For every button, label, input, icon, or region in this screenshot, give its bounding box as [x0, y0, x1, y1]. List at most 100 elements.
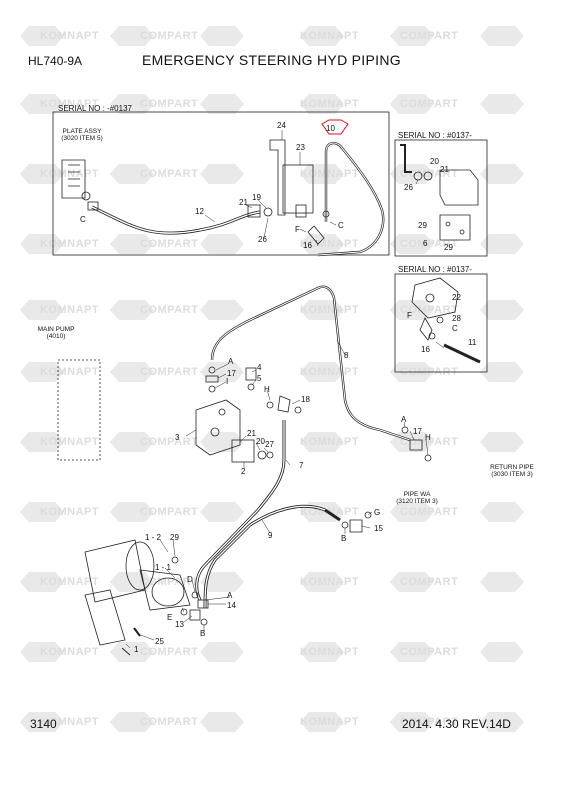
valve-23-port [295, 204, 307, 218]
fitting-17a [205, 375, 219, 383]
oring-19 [263, 207, 273, 217]
hose-9-inner [204, 505, 326, 609]
detail-box-mid-right [394, 273, 488, 373]
callout-i: I [226, 377, 228, 386]
oring-h-mid [266, 401, 274, 409]
oring-b-right [341, 521, 349, 529]
callout-15: 15 [374, 524, 383, 533]
callout-8: 8 [344, 351, 349, 360]
oring-c-mid [428, 332, 436, 340]
pipe-end-top-right [400, 144, 412, 173]
callout-22: 22 [452, 293, 461, 302]
valve-3 [195, 399, 241, 456]
callout-27: 27 [265, 440, 274, 449]
plate-assy-shape [61, 159, 86, 199]
callout-a-bottom: A [227, 591, 233, 600]
bolt-29c [171, 556, 179, 564]
oring-e [180, 608, 188, 616]
callout-f-top: F [295, 225, 300, 234]
hex-mark-10 [321, 119, 349, 135]
note-pipe-wa-ref: (3120 ITEM 3) [396, 498, 438, 505]
detail-box-top [52, 111, 390, 256]
oring-18 [294, 406, 302, 414]
valve-22 [411, 277, 459, 319]
callout-23: 23 [296, 143, 305, 152]
note-pipe-wa: PIPE WA (3120 ITEM 3) [390, 491, 444, 505]
oring-g [364, 511, 372, 519]
callout-e: E [167, 613, 172, 622]
callout-17-right: 17 [413, 427, 422, 436]
callout-1-2: 1 - 2 [145, 533, 162, 542]
page-number: 3140 [30, 717, 57, 731]
fitting-21-top [247, 204, 261, 218]
callout-3: 3 [175, 433, 180, 442]
callout-21-top: 21 [239, 198, 248, 207]
callout-25: 25 [155, 637, 164, 646]
serial-mid-right: SERIAL NO : #0137- [398, 265, 472, 274]
model-code: HL740-9A [28, 54, 83, 68]
callout-16-top: 16 [303, 241, 312, 250]
serial-top-right: SERIAL NO : #0137- [398, 131, 472, 140]
fitting-13 [189, 609, 201, 621]
pipe-10-inner [317, 142, 384, 256]
valve-3-port-a [210, 427, 220, 437]
leader-1 [121, 647, 131, 656]
bolt-25 [133, 627, 141, 637]
callout-16-mid: 16 [421, 345, 430, 354]
pipe-8 [210, 285, 411, 442]
fitting-21b [423, 171, 433, 181]
valve-23 [282, 164, 314, 214]
elbow-16-top [307, 225, 325, 245]
revision-date: 2014. 4.30 REV.14D [402, 717, 511, 731]
callout-f-mid: F [407, 311, 412, 320]
oring-28 [436, 316, 444, 324]
note-plate-assy: PLATE ASSY (3020 ITEM 5) [56, 128, 108, 142]
callout-a-mid: A [228, 357, 234, 366]
block-2 [231, 439, 255, 463]
callout-12: 12 [195, 207, 204, 216]
detail-box-top-right [394, 139, 488, 257]
callout-29-tr-a: 29 [418, 221, 427, 230]
callout-d: D [187, 575, 193, 584]
callout-20-mid: 20 [256, 437, 265, 446]
plate-6 [439, 214, 471, 241]
note-plate-assy-label: PLATE ASSY [62, 128, 102, 135]
motor-body [84, 539, 146, 603]
note-return-pipe-ref: (3030 ITEM 3) [491, 471, 533, 478]
callout-24: 24 [277, 121, 286, 130]
callout-26-top: 26 [258, 235, 267, 244]
pipe-10 [317, 141, 385, 257]
callout-20-tr: 20 [430, 157, 439, 166]
callout-h-mid: H [264, 385, 270, 394]
callout-1-1: 1 - 1 [155, 563, 172, 572]
callout-c-top: C [338, 221, 344, 230]
fitting-20a [413, 171, 423, 181]
oring-c-top [81, 191, 91, 201]
fitting-top-left [87, 201, 99, 211]
callout-21-mid: 21 [247, 429, 256, 438]
hose-9-end [324, 508, 341, 522]
callout-c-left: C [80, 215, 86, 224]
bracket-1 [84, 589, 126, 646]
note-return-pipe: RETURN PIPE (3030 ITEM 3) [482, 464, 542, 478]
main-pump-outline [57, 359, 101, 461]
callout-14: 14 [227, 601, 236, 610]
plate-assy-detail [68, 164, 80, 187]
callout-21-tr: 21 [440, 165, 449, 174]
callout-1: 1 [134, 645, 139, 654]
fitting-20b [257, 450, 267, 460]
callout-h-right: H [425, 433, 431, 442]
callout-4: 4 [257, 363, 262, 372]
hose-11 [443, 343, 481, 364]
valve-body-top-right [439, 169, 479, 206]
callout-2: 2 [241, 467, 246, 476]
elbow-18 [277, 395, 291, 413]
callout-28: 28 [452, 314, 461, 323]
callout-26-tr: 26 [404, 183, 413, 192]
callout-10: 10 [326, 124, 335, 133]
pump-body [139, 569, 191, 611]
callout-17-mid: 17 [227, 369, 236, 378]
callout-13: 13 [175, 620, 184, 629]
callout-9: 9 [268, 531, 273, 540]
